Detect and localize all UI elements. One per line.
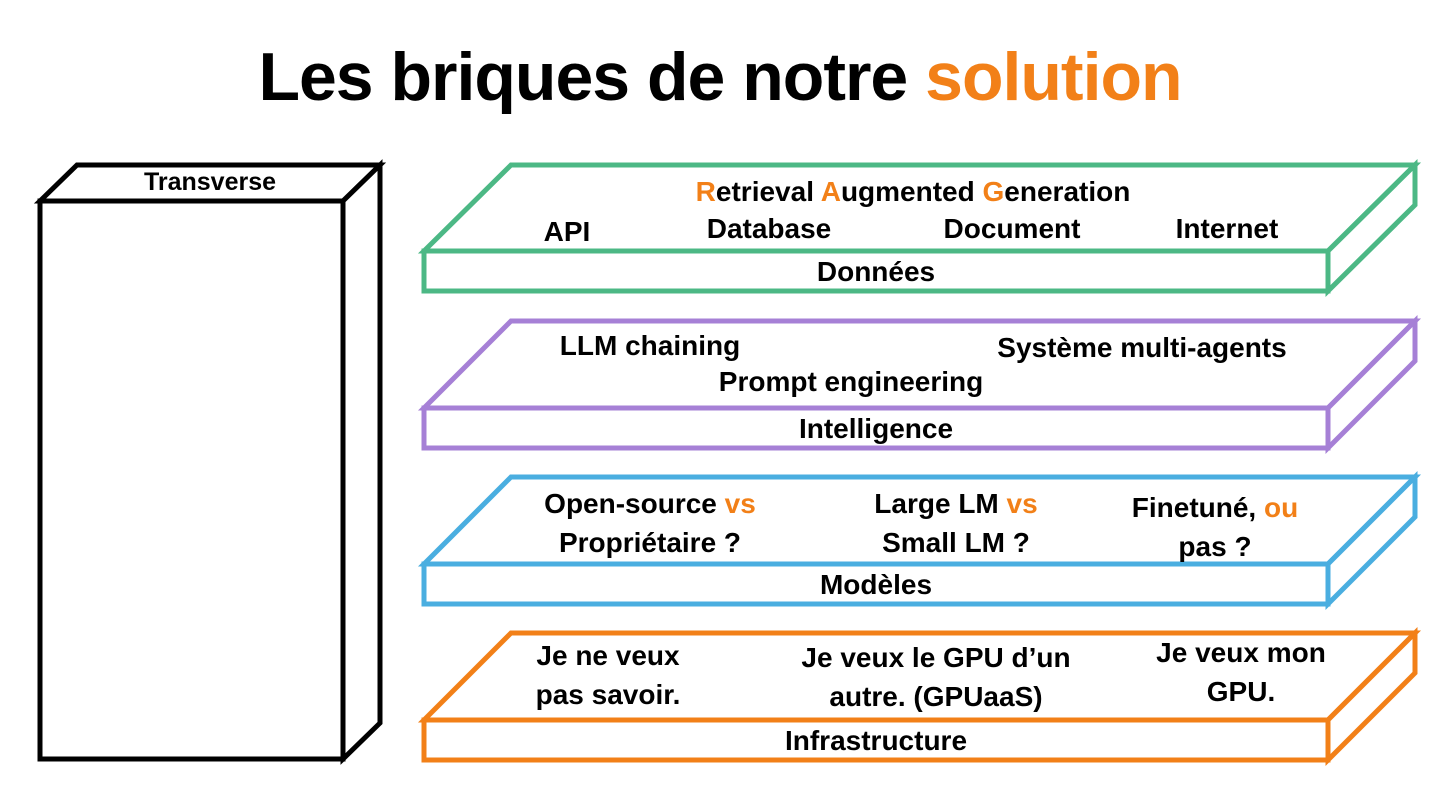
infra-option-2-line1: Je veux le GPU d’un <box>801 642 1070 673</box>
intelligence-label: Intelligence <box>799 413 953 444</box>
infrastructure-slab <box>417 626 1422 767</box>
rag-g-rest: eneration <box>1004 176 1130 207</box>
finetune-ou: ou <box>1264 492 1298 523</box>
large-lm-text: Large LM <box>874 488 1006 519</box>
rag-a-rest: ugmented <box>841 176 983 207</box>
donnees-label: Données <box>817 256 935 287</box>
modeles-front-face <box>421 561 1331 607</box>
intelligence-item-llm-chaining: LLM chaining <box>560 330 740 361</box>
modeles-label: Modèles <box>820 569 932 600</box>
rag-title: Retrieval Augmented Generation <box>696 176 1131 207</box>
infrastructure-label: Infrastructure <box>785 725 967 756</box>
open-source-vs: vs <box>725 488 756 519</box>
donnees-item-database: Database <box>707 213 832 244</box>
large-lm-vs: vs <box>1007 488 1038 519</box>
infra-option-1-line2: pas savoir. <box>536 679 681 710</box>
infra-option-2-line2: autre. (GPUaaS) <box>829 681 1042 712</box>
donnees-item-document: Document <box>944 213 1081 244</box>
infra-option-3-line1: Je veux mon <box>1156 637 1326 668</box>
transverse-label: Transverse <box>144 168 276 196</box>
donnees-item-api: API <box>544 216 591 247</box>
intelligence-front-face <box>421 405 1331 451</box>
modeles-proprietaire-line2: Propriétaire ? <box>559 527 741 558</box>
rag-a-letter: A <box>821 176 841 207</box>
modeles-finetune-line1: Finetuné, ou <box>1132 492 1298 523</box>
transverse-block <box>33 159 387 765</box>
intelligence-slab <box>417 314 1422 455</box>
donnees-front-face <box>421 248 1331 294</box>
open-source-text: Open-source <box>544 488 724 519</box>
intelligence-item-prompt-engineering: Prompt engineering <box>719 366 983 397</box>
modeles-pas-line2: pas ? <box>1178 531 1251 562</box>
donnees-item-internet: Internet <box>1176 213 1279 244</box>
modeles-small-lm-line2: Small LM ? <box>882 527 1030 558</box>
infra-option-3-line2: GPU. <box>1207 676 1275 707</box>
page-title: Les briques de notre solution <box>0 38 1440 116</box>
rag-r-letter: R <box>696 176 716 207</box>
finetune-text: Finetuné, <box>1132 492 1264 523</box>
rag-g-letter: G <box>983 176 1005 207</box>
modeles-slab <box>417 470 1422 611</box>
modeles-large-lm-line1: Large LM vs <box>874 488 1037 519</box>
intelligence-item-multi-agents: Système multi-agents <box>997 332 1286 363</box>
transverse-front-face <box>37 198 346 762</box>
title-main: Les briques de notre <box>258 39 926 115</box>
rag-r-rest: etrieval <box>716 176 821 207</box>
title-accent: solution <box>925 39 1182 115</box>
modeles-open-source-line1: Open-source vs <box>544 488 756 519</box>
transverse-side-face <box>340 159 383 765</box>
infra-option-1-line1: Je ne veux <box>536 640 680 671</box>
infrastructure-front-face <box>421 717 1331 763</box>
donnees-slab <box>417 159 1422 297</box>
